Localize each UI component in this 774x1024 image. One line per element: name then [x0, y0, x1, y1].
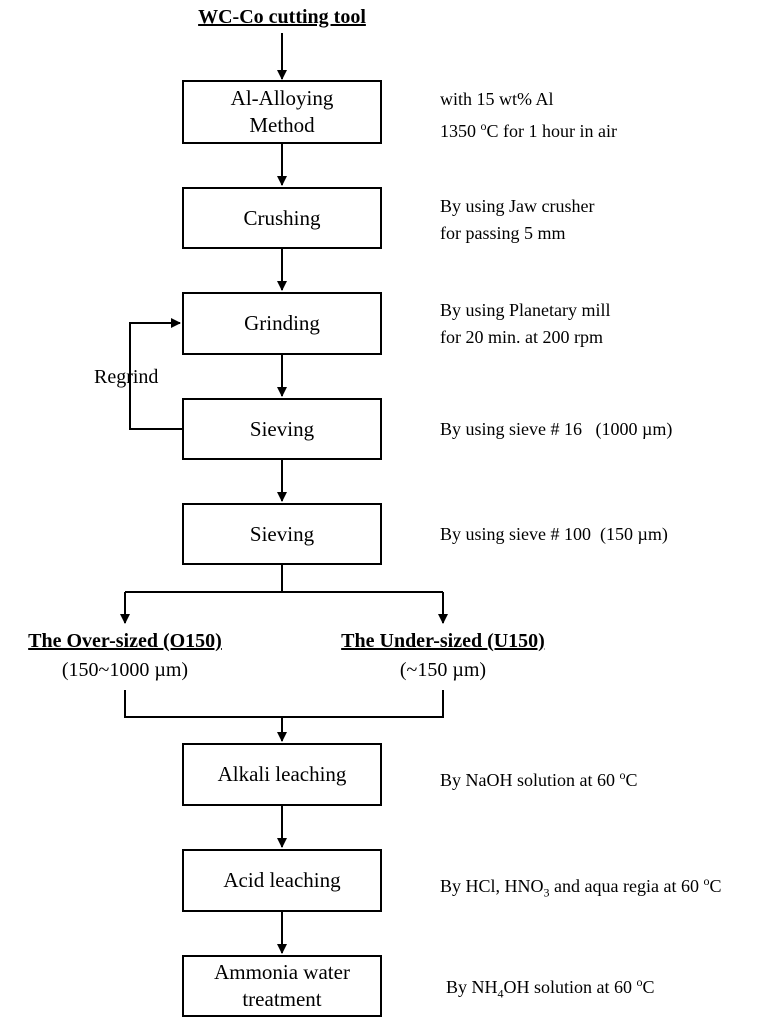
- step-label: Alkali leaching: [217, 762, 347, 786]
- merge-line: [124, 690, 444, 718]
- regrind-loop-line: [129, 318, 182, 430]
- note-sieving-100: By using sieve # 100 (150 µm): [440, 524, 668, 544]
- note-alkali: By NaOH solution at 60 oC: [440, 768, 638, 790]
- note-crushing: By using Jaw crusher for passing 5 mm: [440, 193, 594, 247]
- step-crushing: Crushing: [182, 187, 382, 249]
- step-label: treatment: [242, 987, 322, 1011]
- note-line: By using Planetary mill: [440, 300, 611, 320]
- regrind-label: Regrind: [94, 366, 159, 388]
- diagram-title: WC-Co cutting tool: [198, 6, 366, 28]
- step-label: Ammonia water: [214, 960, 350, 984]
- step-grinding: Grinding: [182, 292, 382, 355]
- step-label: Crushing: [243, 205, 321, 230]
- note-line: with 15 wt% Al: [440, 89, 554, 109]
- note-line: By using Jaw crusher: [440, 196, 595, 216]
- step-label: Al-Alloying: [230, 86, 334, 110]
- undersized-range: (~150 µm): [399, 659, 487, 681]
- note-acid: By HCl, HNO3 and aqua regia at 60 oC: [440, 874, 722, 900]
- step-label: Sieving: [249, 521, 315, 546]
- step-acid-leaching: Acid leaching: [182, 849, 382, 912]
- note-ammonia: By NH4OH solution at 60 oC: [446, 975, 655, 1001]
- note-sieving-16: By using sieve # 16 (1000 µm): [440, 419, 673, 439]
- step-sieving-16: Sieving: [182, 398, 382, 460]
- step-alkali-leaching: Alkali leaching: [182, 743, 382, 806]
- step-label: Grinding: [244, 311, 320, 335]
- note-al-alloying: with 15 wt% Al 1350 oC for 1 hour in air: [440, 86, 617, 145]
- note-line: for passing 5 mm: [440, 223, 566, 243]
- note-grinding: By using Planetary mill for 20 min. at 2…: [440, 297, 611, 351]
- step-ammonia-treatment: Ammonia water treatment: [182, 955, 382, 1017]
- note-line: 1350 oC for 1 hour in air: [440, 119, 617, 141]
- step-label: Method: [249, 113, 315, 137]
- step-label: Sieving: [249, 416, 315, 441]
- note-line: for 20 min. at 200 rpm: [440, 327, 603, 347]
- step-sieving-100: Sieving: [182, 503, 382, 565]
- oversized-range: (150~1000 µm): [61, 659, 189, 681]
- oversized-title: The Over-sized (O150): [28, 630, 222, 652]
- step-label: Acid leaching: [223, 868, 341, 892]
- undersized-title: The Under-sized (U150): [341, 630, 545, 652]
